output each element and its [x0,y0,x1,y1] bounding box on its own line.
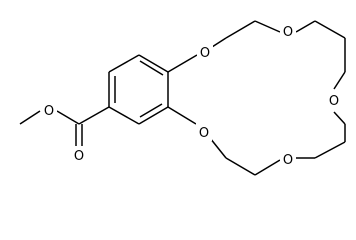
crown-ether-ring [167,20,346,176]
bond-ring-c1-c2 [138,54,169,73]
bond-o5-c [167,106,197,125]
bond-ring-c6-c1 [108,54,140,73]
bond-ring-c3-c4 [138,106,169,125]
bond-ring-inner-2 [139,103,163,118]
atom-labels: O O O O O O O [41,22,342,168]
atom-o-ester-carbonyl: O [74,149,84,164]
atom-o-crown-4: O [283,153,293,168]
atom-o-ester-single: O [44,104,54,119]
bond-ring-c4-c5 [108,106,140,125]
molecule-drawing: O O O O O O O [19,20,346,176]
bond-ring-inner-1 [139,60,164,76]
bond-ch2-ch2-a [225,20,256,39]
methyl-ester-group [19,106,110,147]
bond-o4-ch2 [254,159,281,176]
bond-ring-to-carbonyl-c [78,106,110,125]
atom-o-crown-2: O [283,25,293,40]
bond-carbonyl-c-o-single [56,110,80,125]
bond-ch2-o3 [333,71,346,90]
bond-ch2-o2 [254,20,281,33]
bond-c-o1 [167,54,198,73]
atom-o-crown-3: O [329,94,339,109]
bond-ch2-o5 [209,137,227,159]
atom-o-crown-1: O [200,46,210,61]
bond-ch2-ch2-f [225,157,256,176]
bond-o3-ch2 [333,111,346,125]
bond-o-methyl [19,110,41,125]
bond-ch2-ch2-b [314,20,346,39]
bond-o1-ch2 [211,37,227,48]
benzene-ring [108,54,169,125]
atom-o-crown-5: O [199,126,209,141]
bond-ch2-ch2-e [314,141,346,159]
bond-o2-ch2 [295,20,316,33]
